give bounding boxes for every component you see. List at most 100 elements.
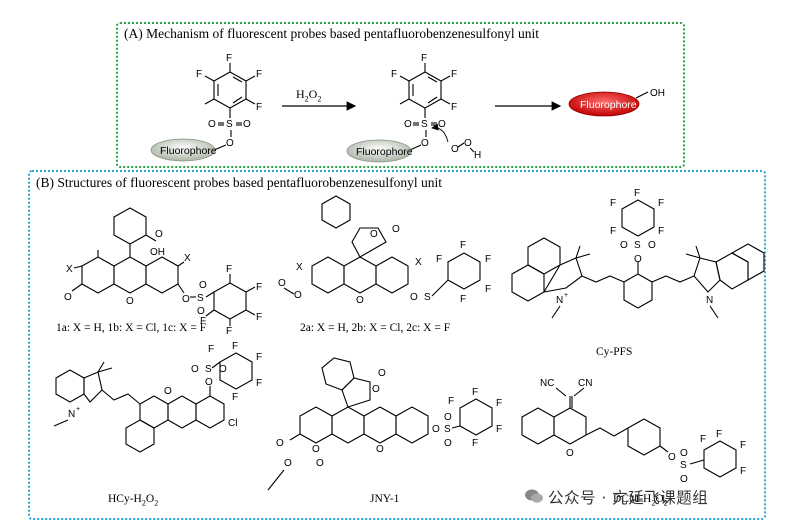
svg-text:F: F — [658, 198, 664, 209]
svg-text:X: X — [296, 262, 303, 273]
probe-1-structure: X O O X O S O O O OH F F F F F — [64, 207, 262, 337]
atom-f: F — [226, 53, 232, 64]
svg-text:O: O — [464, 138, 472, 149]
svg-text:F: F — [472, 438, 478, 449]
panel-a-border — [116, 22, 685, 168]
svg-text:F: F — [658, 226, 664, 237]
svg-text:Cl: Cl — [228, 418, 237, 429]
svg-text:O: O — [668, 452, 676, 463]
svg-text:F: F — [472, 387, 478, 398]
svg-text:S: S — [205, 364, 212, 375]
svg-text:F: F — [485, 284, 491, 295]
svg-text:F: F — [256, 378, 262, 389]
probe-2-structure: X X O O O O S O O F F F F F — [278, 195, 491, 306]
svg-text:O: O — [64, 292, 72, 303]
reactant-structure: F F F F S O O O Fluorophore — [150, 53, 262, 162]
svg-text:O: O — [378, 368, 386, 379]
svg-text:F: F — [421, 53, 427, 64]
svg-text:O: O — [444, 438, 452, 449]
svg-text:F: F — [716, 429, 722, 440]
svg-text:O: O — [404, 119, 412, 130]
svg-text:S: S — [424, 292, 431, 303]
panel-b-border — [28, 170, 766, 520]
svg-text:F: F — [700, 434, 706, 445]
svg-text:F: F — [460, 294, 466, 305]
label-probe-2: 2a: X = H, 2b: X = Cl, 2c: X = F — [300, 322, 451, 334]
svg-text:OH: OH — [150, 247, 165, 258]
svg-text:H: H — [474, 150, 481, 161]
atom-o: O — [208, 119, 216, 130]
svg-text:O: O — [680, 448, 688, 459]
svg-text:S: S — [444, 424, 451, 435]
atom-o: O — [226, 138, 234, 149]
svg-text:O: O — [155, 229, 163, 240]
svg-text:O: O — [370, 229, 378, 240]
product-structure: Fluorophore OH — [568, 88, 665, 117]
atom-f: F — [256, 102, 262, 113]
svg-text:O: O — [312, 444, 320, 455]
label-probe-hcy: HCy-H2O2 — [108, 493, 159, 508]
svg-text:F: F — [256, 352, 262, 363]
wechat-icon — [525, 489, 543, 503]
svg-text:F: F — [496, 424, 502, 435]
svg-text:F: F — [232, 392, 238, 403]
svg-text:F: F — [208, 344, 214, 355]
svg-text:F: F — [610, 226, 616, 237]
svg-text:O: O — [444, 412, 452, 423]
svg-text:O: O — [191, 364, 199, 375]
intermediate-structure: F F F F S O O O Fluorophore O O H — [346, 53, 481, 163]
svg-text:S: S — [421, 119, 428, 130]
svg-text:F: F — [740, 466, 746, 477]
probe-dcm-structure: NC CN O O S O O F F F F — [521, 378, 746, 485]
svg-text:O: O — [421, 138, 429, 149]
svg-text:F: F — [451, 69, 457, 80]
svg-text:O: O — [182, 294, 190, 305]
label-probe-dcm: DCM-H2O2 — [613, 493, 668, 508]
svg-text:O: O — [276, 438, 284, 449]
svg-text:O: O — [566, 448, 574, 459]
probe-cy-pfs-structure: N + O S O O F F F F F — [511, 188, 765, 319]
svg-text:N: N — [706, 295, 713, 306]
svg-text:F: F — [391, 69, 397, 80]
svg-text:F: F — [496, 398, 502, 409]
atom-f: F — [196, 69, 202, 80]
svg-text:O: O — [451, 144, 459, 155]
atom-f: F — [256, 69, 262, 80]
svg-text:O: O — [199, 280, 207, 291]
svg-text:O: O — [294, 290, 302, 301]
fluorophore-label: Fluorophore — [160, 145, 217, 157]
svg-text:S: S — [634, 240, 641, 251]
svg-text:CN: CN — [578, 378, 592, 389]
atom-o: O — [243, 119, 251, 130]
svg-text:O: O — [432, 424, 440, 435]
svg-text:O: O — [205, 377, 213, 388]
svg-text:F: F — [226, 264, 232, 275]
svg-text:+: + — [76, 406, 80, 413]
svg-text:O: O — [372, 384, 380, 395]
svg-text:OH: OH — [650, 88, 665, 99]
svg-text:F: F — [256, 282, 262, 293]
label-probe-jny: JNY-1 — [370, 493, 400, 505]
svg-text:O: O — [278, 278, 286, 289]
svg-text:X: X — [184, 253, 191, 264]
svg-text:F: F — [634, 188, 640, 199]
svg-text:F: F — [256, 312, 262, 323]
svg-text:O: O — [197, 306, 205, 317]
atom-s: S — [226, 119, 233, 130]
label-probe-1: 1a: X = H, 1b: X = Cl, 1c: X = F — [56, 322, 207, 334]
svg-text:N: N — [68, 409, 75, 420]
svg-text:O: O — [392, 224, 400, 235]
svg-text:F: F — [436, 254, 442, 265]
svg-text:Fluorophore: Fluorophore — [580, 99, 637, 111]
svg-text:F: F — [610, 198, 616, 209]
svg-text:O: O — [126, 296, 134, 307]
panel-a-title: (A) Mechanism of fluorescent probes base… — [124, 26, 539, 41]
svg-text:X: X — [66, 264, 73, 275]
label-probe-cy-pfs: Cy-PFS — [596, 346, 633, 358]
svg-text:Fluorophore: Fluorophore — [356, 146, 413, 158]
svg-text:O: O — [164, 386, 172, 397]
svg-text:+: + — [564, 292, 568, 299]
svg-text:F: F — [448, 396, 454, 407]
watermark: 公众号 · 亢延飞课题组 — [548, 489, 709, 507]
